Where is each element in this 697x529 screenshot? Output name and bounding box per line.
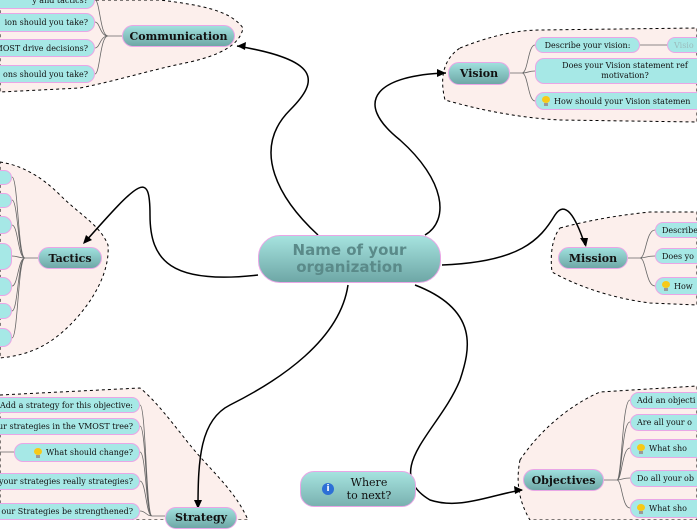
strategy-topic[interactable]: Strategy <box>165 507 237 529</box>
strategy-child[interactable]: your strategies really strategies? <box>0 473 140 490</box>
strategy-child[interactable]: ur strategies in the VMOST tree? <box>0 418 140 435</box>
vision-how[interactable]: How should your Vision statemen <box>535 92 697 110</box>
mission-child[interactable]: Describe <box>655 222 697 238</box>
objectives-child[interactable]: Do all your ob <box>630 470 697 487</box>
vision-topic[interactable]: Vision <box>448 62 510 85</box>
mission-child[interactable]: How <box>655 277 697 295</box>
vision-reflect-label: Does your Vision statement ref motivatio… <box>562 61 688 80</box>
objectives-child[interactable]: Are all your o <box>630 414 697 431</box>
objectives-child[interactable]: Add an objecti <box>630 392 697 409</box>
central-topic[interactable]: Name of your organization <box>258 235 441 283</box>
lightbulb-icon <box>662 281 670 291</box>
tactics-child[interactable] <box>0 303 12 319</box>
objectives-topic[interactable]: Objectives <box>523 469 604 491</box>
connector-vision <box>374 72 447 236</box>
vision-input[interactable]: Visio <box>667 37 697 53</box>
lightbulb-icon <box>637 503 645 514</box>
objectives-child[interactable]: What sho <box>630 499 697 518</box>
vision-reflect[interactable]: Does your Vision statement ref motivatio… <box>535 58 697 84</box>
communication-topic[interactable]: Communication <box>122 25 235 47</box>
communication-child[interactable]: ion should you take? <box>0 13 95 32</box>
lightbulb-icon <box>33 447 42 458</box>
objectives-child-label: What sho <box>649 504 687 513</box>
objectives-child-label: What sho <box>649 444 687 453</box>
info-icon: i <box>322 483 334 495</box>
connector-communication <box>236 45 319 236</box>
tactics-topic[interactable]: Tactics <box>38 247 102 269</box>
mission-topic[interactable]: Mission <box>558 247 628 269</box>
mission-child-label: How <box>674 281 693 291</box>
connector-mission <box>441 208 586 266</box>
tactics-child[interactable] <box>0 243 12 270</box>
lightbulb-icon <box>637 443 645 454</box>
tactics-child[interactable] <box>0 193 12 208</box>
objectives-child[interactable]: What sho <box>630 439 697 458</box>
lightbulb-icon <box>542 96 550 106</box>
communication-child[interactable]: MOST drive decisions? <box>0 39 95 57</box>
communication-child[interactable]: y and tactics? <box>0 0 95 9</box>
strategy-child[interactable]: What should change? <box>14 443 140 462</box>
mission-child[interactable]: Does yo <box>655 248 697 264</box>
connector-tactics <box>84 186 259 278</box>
strategy-child[interactable]: Add a strategy for this objective: <box>0 397 140 413</box>
strategy-child-label: What should change? <box>45 448 133 457</box>
connector-objectives <box>409 284 523 505</box>
connector-strategy <box>197 284 349 509</box>
where-to-next-label: Where to next? <box>346 476 392 502</box>
where-to-next-button[interactable]: i Where to next? <box>300 471 416 507</box>
communication-child[interactable]: ons should you take? <box>0 65 95 83</box>
vision-how-label: How should your Vision statemen <box>554 96 691 106</box>
tactics-child[interactable] <box>0 170 12 185</box>
vision-describe[interactable]: Describe your vision: <box>535 37 640 53</box>
strategy-child[interactable]: our Strategies be strengthened? <box>0 503 140 520</box>
